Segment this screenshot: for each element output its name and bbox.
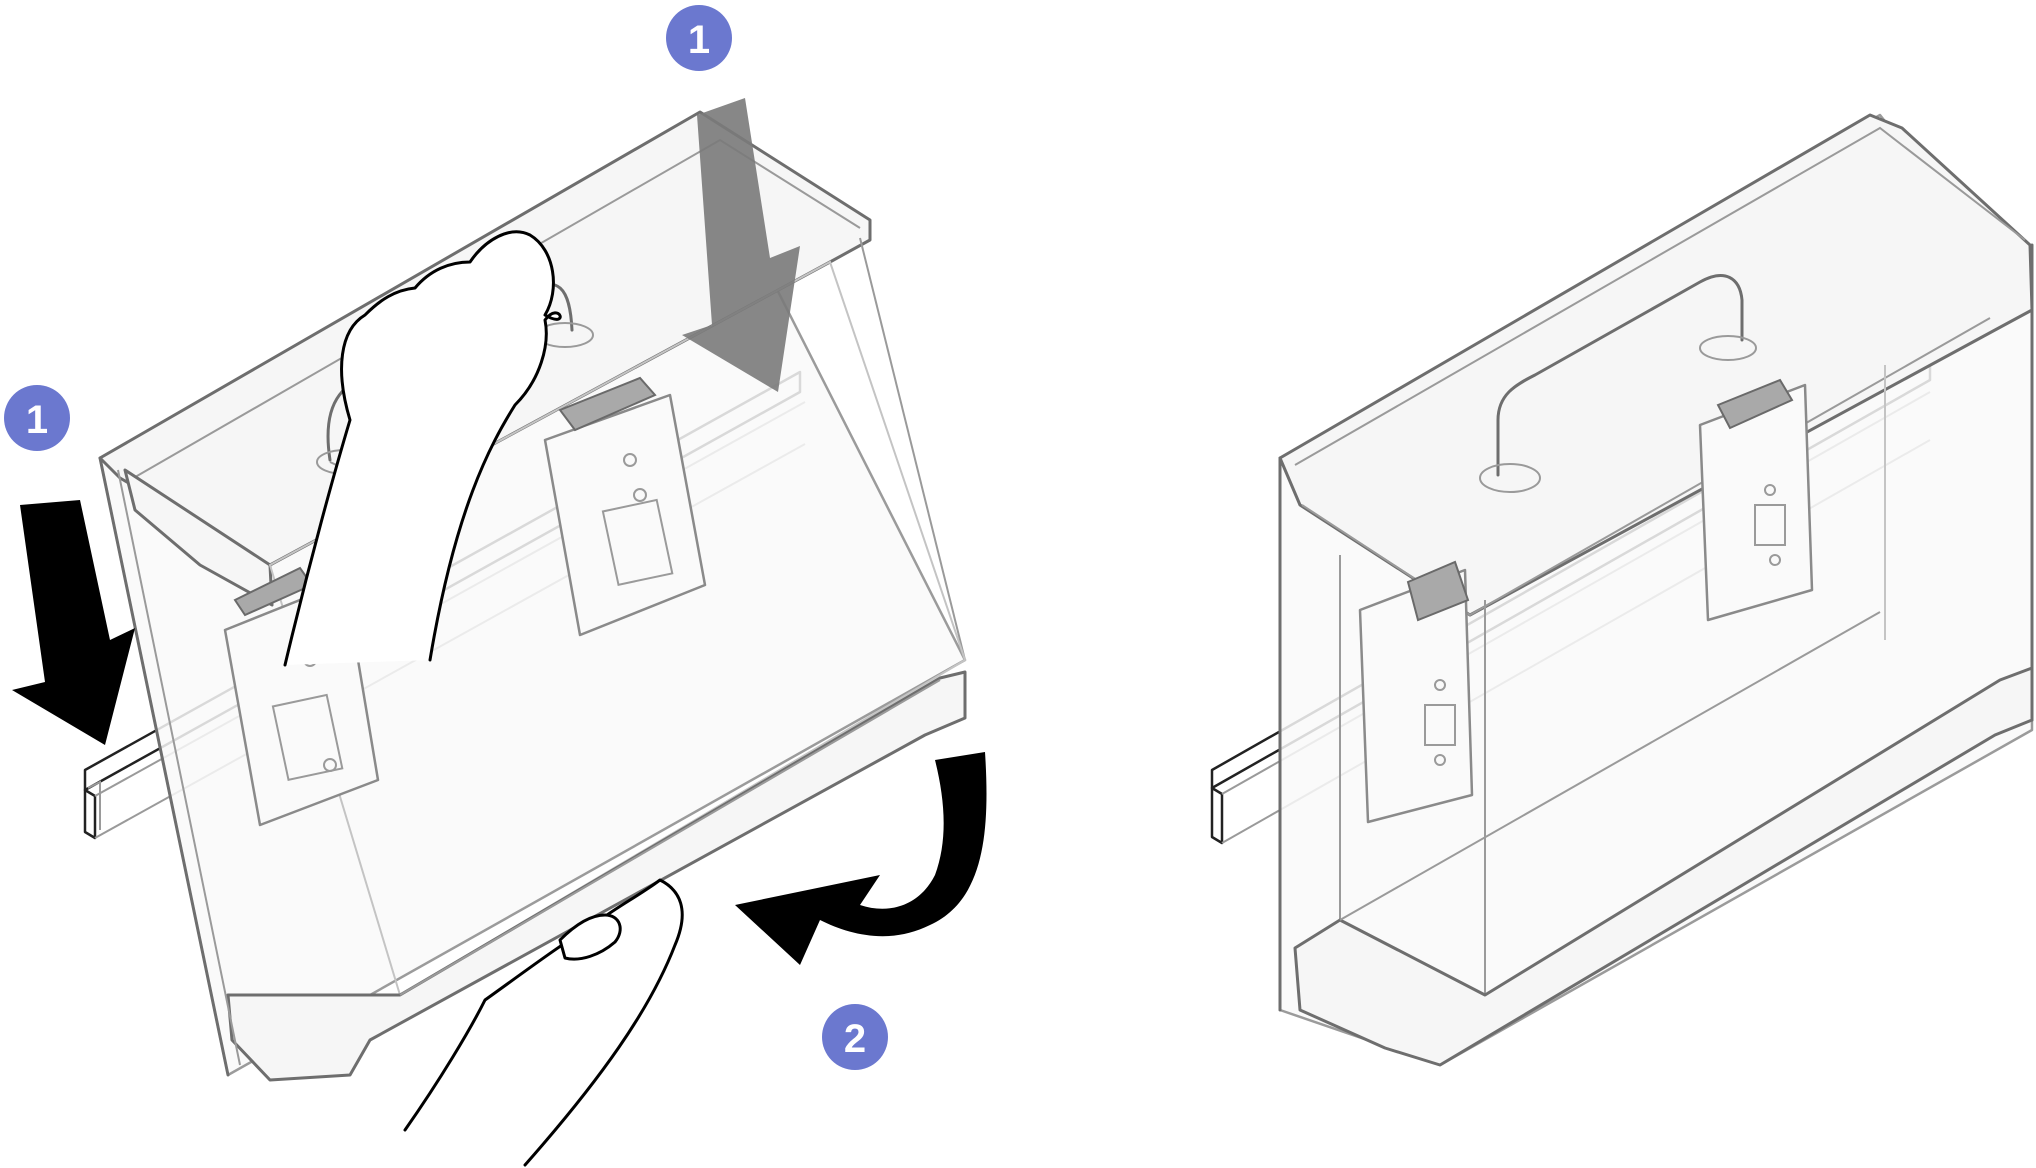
din-clip-right bbox=[543, 376, 707, 637]
svg-text:1: 1 bbox=[688, 18, 710, 62]
down-arrow-icon bbox=[12, 500, 135, 745]
svg-text:1: 1 bbox=[26, 398, 48, 442]
left-illustration: 1 1 2 bbox=[4, 5, 987, 1167]
lower-hand bbox=[403, 878, 684, 1167]
step-badge-2: 2 bbox=[822, 1004, 888, 1070]
curved-rotate-arrow-icon bbox=[735, 752, 987, 965]
right-illustration bbox=[1210, 113, 2034, 1067]
step-badge-1-left: 1 bbox=[4, 385, 70, 451]
din-clip-mounted-right bbox=[1698, 378, 1814, 622]
enclosure-mounted bbox=[1278, 113, 2034, 1067]
step-badge-1-top: 1 bbox=[666, 5, 732, 71]
din-clip-mounted-left bbox=[1358, 560, 1474, 824]
down-arrow-gray-icon bbox=[682, 98, 800, 392]
svg-text:2: 2 bbox=[844, 1017, 866, 1061]
upper-hand bbox=[283, 230, 562, 667]
lower-hand-fingers bbox=[558, 913, 622, 961]
